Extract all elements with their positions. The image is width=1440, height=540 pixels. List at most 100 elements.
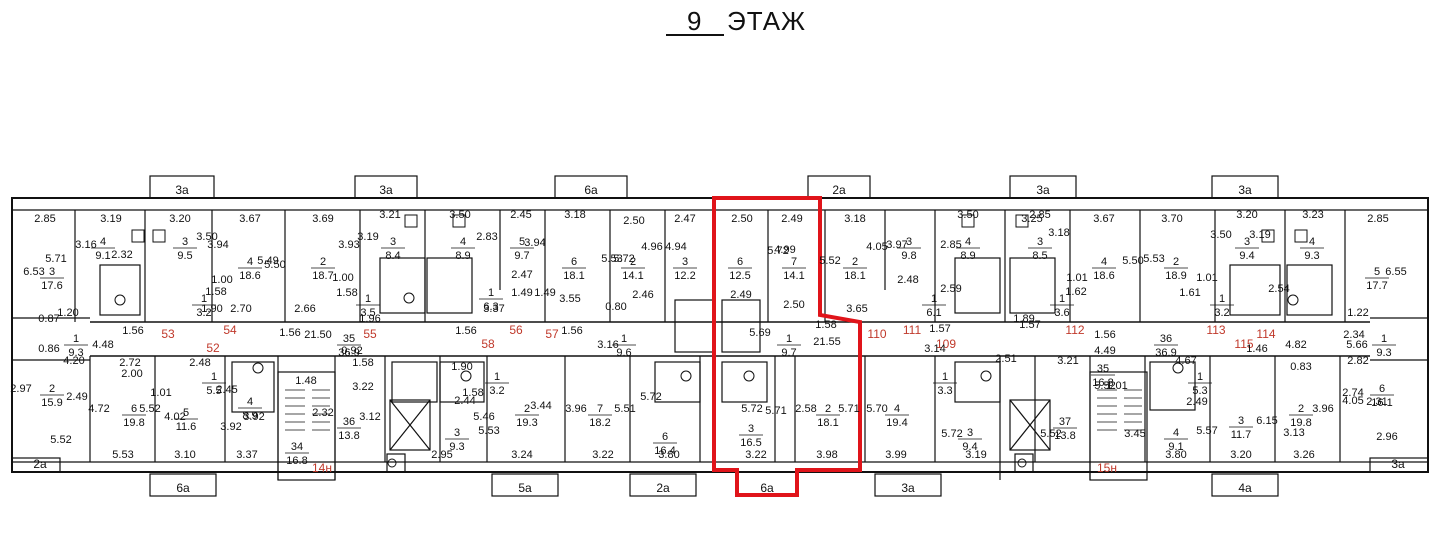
dimension-label: 3.99 bbox=[885, 449, 906, 461]
dimension-label: 2.85 bbox=[1367, 213, 1388, 225]
room-label: 13.5 bbox=[356, 293, 380, 319]
dimension-label: 5.51 bbox=[614, 403, 635, 415]
dimension-label: 3.50 bbox=[1210, 229, 1231, 241]
room-number: 36 bbox=[343, 416, 355, 428]
dimension-label: 6.15 bbox=[1256, 415, 1277, 427]
room-number: 4 bbox=[247, 256, 253, 268]
dimension-label: 2.50 bbox=[623, 215, 644, 227]
room-label: 38.5 bbox=[1028, 236, 1052, 262]
dimension-label: 3.22 bbox=[352, 381, 373, 393]
dimension-label: 3.19 bbox=[357, 231, 378, 243]
dimension-label: 3.37 bbox=[483, 303, 504, 315]
dimension-label: 1.22 bbox=[1347, 307, 1368, 319]
dimension-label: 5.72 bbox=[640, 391, 661, 403]
dimension-label: 0.86 bbox=[38, 343, 59, 355]
room-area: 9.4 bbox=[962, 441, 977, 453]
room-label: 311.7 bbox=[1229, 415, 1253, 441]
room-label: 39.5 bbox=[173, 236, 197, 262]
room-label: 39.3 bbox=[445, 427, 469, 453]
balcony-label: 4а bbox=[1238, 481, 1252, 495]
balcony-label: 2а bbox=[656, 481, 670, 495]
dimension-label: 4.96 bbox=[641, 241, 662, 253]
dimension-label: 4.49 bbox=[1094, 345, 1115, 357]
dimension-label: 2.49 bbox=[781, 213, 802, 225]
dimension-label: 2.31 bbox=[1366, 396, 1387, 408]
balcony-boxes bbox=[149, 175, 1279, 497]
dimension-label: 1.01 bbox=[150, 387, 171, 399]
room-number: 1 bbox=[1197, 371, 1203, 383]
dimension-label: 3.67 bbox=[239, 213, 260, 225]
dimension-label: 3.67 bbox=[1093, 213, 1114, 225]
room-number: 6 bbox=[131, 403, 137, 415]
dimension-label: 2.44 bbox=[454, 395, 475, 407]
dimension-label: 1.01 bbox=[1196, 272, 1217, 284]
room-label: 418.6 bbox=[238, 256, 262, 282]
room-area: 9.6 bbox=[616, 347, 631, 359]
dimension-label: 3.94 bbox=[207, 239, 228, 251]
room-number: 2 bbox=[1173, 256, 1179, 268]
dimension-label: 1.00 bbox=[332, 272, 353, 284]
room-area: 8.5 bbox=[1032, 250, 1047, 262]
dimension-label: 5.71 bbox=[765, 405, 786, 417]
apartment-number: 115 bbox=[1234, 337, 1253, 351]
dimension-label: 5.50 bbox=[264, 259, 285, 271]
room-number: 2 bbox=[524, 403, 530, 415]
dimension-label: 5.53 bbox=[478, 425, 499, 437]
room-area: 16.4 bbox=[654, 445, 675, 457]
room-area: 9.7 bbox=[514, 250, 529, 262]
dimension-label: 4.94 bbox=[665, 241, 686, 253]
apartment-number: 112 bbox=[1065, 323, 1084, 337]
dimension-label: 4.05 bbox=[1342, 395, 1363, 407]
room-label: 49.1 bbox=[91, 236, 115, 262]
dimension-label: 2.48 bbox=[189, 357, 210, 369]
dimension-label: 3.22 bbox=[592, 449, 613, 461]
dimension-label: 5.72 bbox=[741, 403, 762, 415]
room-number: 3 bbox=[682, 256, 688, 268]
dimension-label: 2.00 bbox=[121, 368, 142, 380]
room-number: 3 bbox=[49, 266, 55, 278]
dimension-label: 3.22 bbox=[745, 449, 766, 461]
dimension-label: 2.50 bbox=[731, 213, 752, 225]
dimension-label: 1.58 bbox=[205, 286, 226, 298]
room-number: 4 bbox=[247, 396, 253, 408]
room-label: 316.5 bbox=[739, 423, 763, 449]
dimension-label: 2.54 bbox=[1268, 283, 1289, 295]
room-number: 7 bbox=[597, 403, 603, 415]
room-label: 418.6 bbox=[1092, 256, 1116, 282]
dimension-label: 0.92 bbox=[341, 345, 362, 357]
room-area: 13.8 bbox=[338, 430, 359, 442]
dimension-label: 2.66 bbox=[294, 303, 315, 315]
dimension-label: 1.48 bbox=[295, 375, 316, 387]
dimension-label: 2.95 bbox=[431, 449, 452, 461]
dimension-label: 5.71 bbox=[838, 403, 859, 415]
room-area: 12.2 bbox=[674, 270, 695, 282]
balcony-label: 3а bbox=[901, 481, 915, 495]
balcony-label: 2а bbox=[33, 457, 47, 471]
room-area: 8.9 bbox=[455, 250, 470, 262]
apartment-number: 55 bbox=[363, 327, 377, 341]
room-number: 2 bbox=[825, 403, 831, 415]
room-number: 1 bbox=[1219, 293, 1225, 305]
balcony-label: 2а bbox=[832, 183, 846, 197]
dimension-label: 21.50 bbox=[304, 329, 332, 341]
dimension-label: 3.92 bbox=[243, 411, 264, 423]
room-label: 218.9 bbox=[1164, 256, 1188, 282]
dimension-label: 3.18 bbox=[564, 209, 585, 221]
room-label: 612.5 bbox=[728, 256, 752, 282]
room-area: 12.5 bbox=[729, 270, 750, 282]
dimension-label: 2.59 bbox=[940, 283, 961, 295]
room-label: 619.8 bbox=[122, 403, 146, 429]
balcony-label: 3а bbox=[379, 183, 393, 197]
dimension-label: 5.57 bbox=[1196, 425, 1217, 437]
dimension-label: 3.80 bbox=[658, 449, 679, 461]
room-area: 18.1 bbox=[563, 270, 584, 282]
floor-number: 9 bbox=[687, 6, 702, 36]
room-number: 4 bbox=[1173, 427, 1179, 439]
room-number: 1 bbox=[494, 371, 500, 383]
dimension-label: 1.56 bbox=[279, 327, 300, 339]
dimension-label: 3.23 bbox=[1302, 209, 1323, 221]
dimension-label: 5.53 bbox=[601, 253, 622, 265]
